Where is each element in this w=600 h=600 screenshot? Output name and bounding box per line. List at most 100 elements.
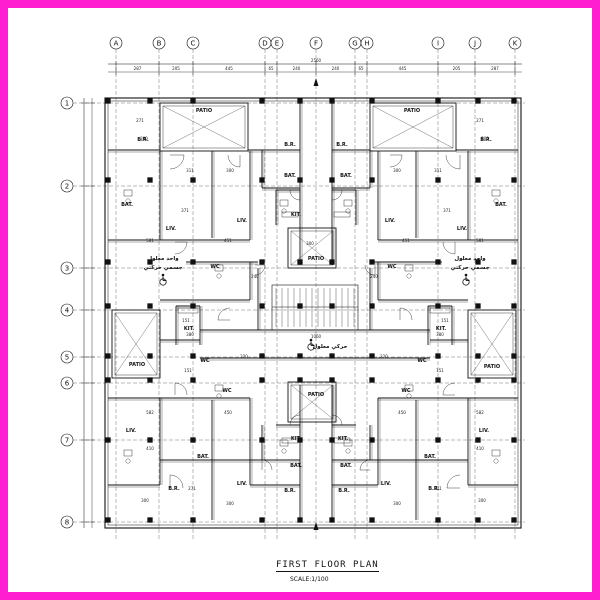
- structural-column: [259, 437, 265, 443]
- structural-column: [369, 377, 375, 383]
- structural-column: [475, 517, 481, 523]
- outer-wall: [104, 97, 522, 529]
- room-label: B.R.: [338, 488, 350, 494]
- room-dimension: 300: [306, 241, 314, 246]
- room-label: B.R.: [284, 142, 296, 148]
- walls-layer: [104, 97, 522, 529]
- room-label: LIV.: [457, 226, 467, 232]
- room-label: LIV.: [479, 428, 489, 434]
- room-label: LIV.: [237, 218, 247, 224]
- grid-row-label: 7: [65, 437, 69, 445]
- structural-column: [190, 377, 196, 383]
- room-label: PATIO: [196, 108, 212, 114]
- patio-wall: [369, 102, 457, 152]
- patio-wall: [287, 381, 337, 423]
- dimension-text: 205: [453, 66, 461, 71]
- drawing-title: FIRST FLOOR PLAN: [276, 560, 379, 572]
- fixture-tub: [404, 384, 414, 392]
- structural-column: [259, 259, 265, 265]
- room-label: KIT.: [338, 436, 348, 442]
- structural-column: [329, 303, 335, 309]
- grid-row-label: 8: [65, 519, 69, 527]
- room-dimension: 300: [226, 168, 234, 173]
- fixture-tub: [491, 189, 501, 197]
- room-dimension: 380: [186, 332, 194, 337]
- structural-column: [475, 177, 481, 183]
- structural-column: [297, 437, 303, 443]
- room-dimension: 410: [146, 446, 154, 451]
- patio-wall: [287, 227, 337, 269]
- fixture-basin: [125, 198, 131, 204]
- section-arrow: [313, 78, 319, 86]
- room-dimension: 371: [181, 208, 189, 213]
- structural-column: [475, 437, 481, 443]
- kitchen-counter: [281, 211, 299, 218]
- structural-column: [105, 98, 111, 104]
- structural-column: [369, 259, 375, 265]
- door-swing: [227, 154, 241, 168]
- structural-column: [105, 303, 111, 309]
- structural-column: [329, 259, 335, 265]
- room-label: B.R.: [168, 486, 180, 492]
- structural-column: [475, 259, 481, 265]
- fixture-tub: [123, 449, 133, 457]
- grid-col-label: I: [437, 40, 439, 48]
- structural-column: [105, 177, 111, 183]
- grid-row-label: 6: [65, 380, 70, 388]
- patio-inner: [114, 312, 158, 376]
- structural-column: [511, 437, 517, 443]
- door-swing: [174, 241, 188, 255]
- structural-column: [259, 98, 265, 104]
- patio-inner: [372, 105, 454, 149]
- door-swing: [169, 154, 185, 170]
- room-label: LIV.: [166, 226, 176, 232]
- structural-column: [105, 437, 111, 443]
- room-label: B.R.: [336, 142, 348, 148]
- room-label: BAT.: [495, 202, 507, 208]
- structural-column: [147, 259, 153, 265]
- structural-column: [435, 377, 441, 383]
- door-swing: [254, 264, 266, 276]
- room-dimension: 151: [182, 318, 190, 323]
- room-dimension: 380: [436, 332, 444, 337]
- room-dimension: 410: [476, 446, 484, 451]
- room-dimension: 240: [251, 274, 259, 279]
- structural-column: [105, 353, 111, 359]
- patio-wall: [111, 309, 161, 379]
- patio-wall: [159, 102, 249, 152]
- room-dimension: 220: [380, 354, 388, 359]
- detail-layer: [105, 78, 517, 530]
- structural-column: [511, 353, 517, 359]
- structural-column: [190, 303, 196, 309]
- fixture-basin: [406, 273, 412, 279]
- kitchen-counter: [333, 437, 351, 444]
- dimension-text: 240: [293, 66, 301, 71]
- section-arrow: [313, 522, 319, 530]
- room-label: LIV.: [237, 481, 247, 487]
- kitchen-counter: [333, 211, 351, 218]
- room-dimension: 271: [136, 118, 144, 123]
- structural-column: [190, 437, 196, 443]
- grid-col-label: K: [513, 40, 518, 48]
- patio-diagonal: [372, 105, 454, 149]
- fixture-basin: [281, 448, 287, 454]
- grid-col-label: A: [114, 40, 119, 48]
- door-swing: [174, 382, 188, 396]
- structural-column: [297, 177, 303, 183]
- grid-row-label: 2: [65, 183, 69, 191]
- structural-column: [259, 177, 265, 183]
- door-swing: [442, 382, 456, 396]
- structural-column: [511, 377, 517, 383]
- structural-column: [435, 517, 441, 523]
- room-label: B.R.: [284, 488, 296, 494]
- room-dimension: 271: [476, 118, 484, 123]
- door-swing: [169, 474, 184, 489]
- structural-column: [511, 259, 517, 265]
- structural-column: [147, 303, 153, 309]
- room-label: PATIO: [484, 364, 500, 370]
- patio-inner: [290, 230, 334, 266]
- grid-row-label: 4: [65, 307, 70, 315]
- structural-column: [190, 259, 196, 265]
